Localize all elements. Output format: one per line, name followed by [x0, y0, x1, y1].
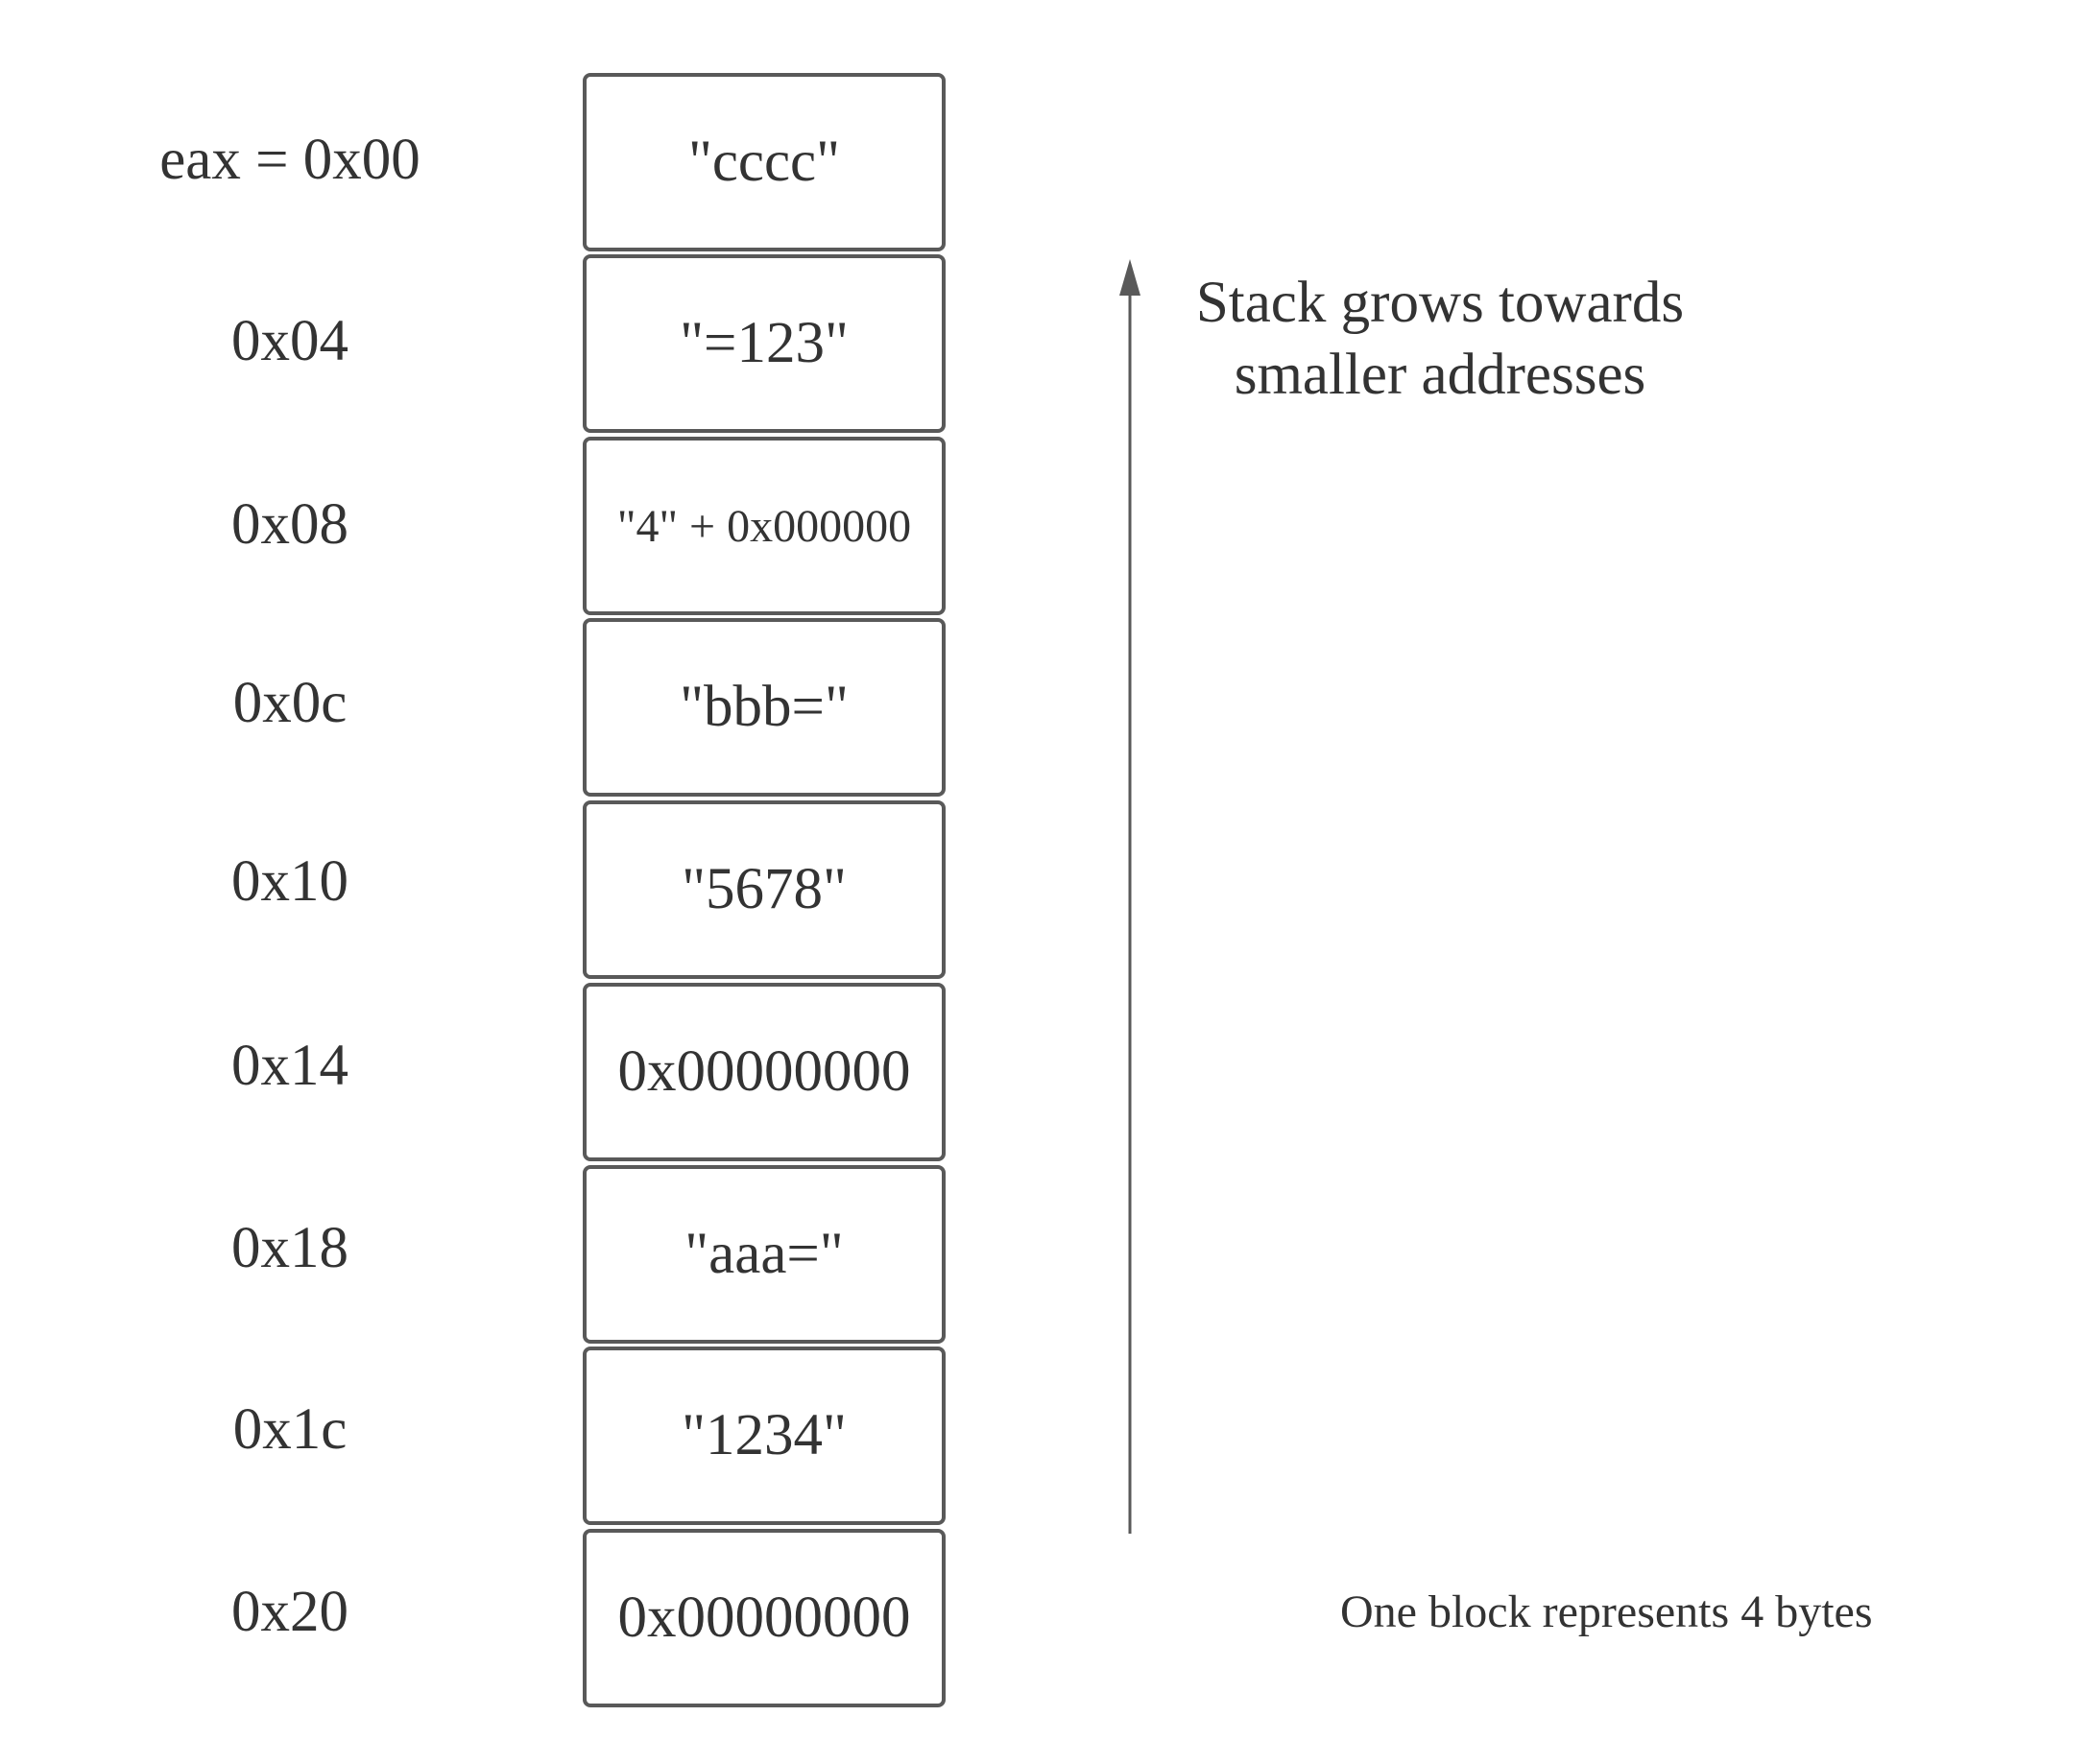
- stack-growth-note: Stack grows towards smaller addresses: [1181, 267, 1699, 411]
- stack-growth-arrow: [1119, 259, 1140, 1534]
- stack-block-0x0c: "bbb=": [583, 618, 946, 797]
- stack-block-0x14: 0x00000000: [583, 983, 946, 1161]
- stack-block-0x04: "=123": [583, 254, 946, 433]
- address-label-0x0c: 0x0c: [232, 671, 348, 735]
- stack-block-value: "=123": [680, 311, 849, 375]
- address-label-0x14: 0x14: [231, 1034, 348, 1098]
- address-label-0x18: 0x18: [231, 1216, 348, 1280]
- address-label-0x04: 0x04: [231, 309, 348, 373]
- stack-block-value: "5678": [682, 857, 847, 921]
- stack-block-0x00: "cccc": [583, 73, 946, 251]
- address-label-0x20: 0x20: [231, 1580, 348, 1644]
- stack-block-value: "cccc": [687, 130, 841, 194]
- stack-block-value: "4" + 0x000000: [616, 500, 912, 552]
- address-label-0x1c: 0x1c: [232, 1397, 348, 1462]
- stack-block-value: "1234": [682, 1403, 847, 1467]
- address-label-0x00: eax = 0x00: [159, 128, 420, 192]
- block-size-note: One block represents 4 bytes: [1340, 1586, 1873, 1637]
- stack-block-0x20: 0x00000000: [583, 1529, 946, 1707]
- stack-block-value: 0x00000000: [617, 1585, 911, 1650]
- stack-block-0x10: "5678": [583, 800, 946, 979]
- address-label-0x08: 0x08: [231, 492, 348, 557]
- stack-growth-note-line2: smaller addresses: [1234, 343, 1646, 407]
- stack-block-0x08: "4" + 0x000000: [583, 437, 946, 615]
- stack-block-0x18: "aaa=": [583, 1165, 946, 1344]
- address-label-0x10: 0x10: [231, 849, 348, 914]
- stack-block-value: "bbb=": [680, 675, 849, 739]
- arrow-head-icon: [1119, 259, 1140, 296]
- stack-growth-note-line1: Stack grows towards: [1195, 271, 1685, 335]
- stack-block-value: "aaa=": [684, 1222, 844, 1286]
- stack-block-value: 0x00000000: [617, 1039, 911, 1104]
- stack-block-0x1c: "1234": [583, 1347, 946, 1525]
